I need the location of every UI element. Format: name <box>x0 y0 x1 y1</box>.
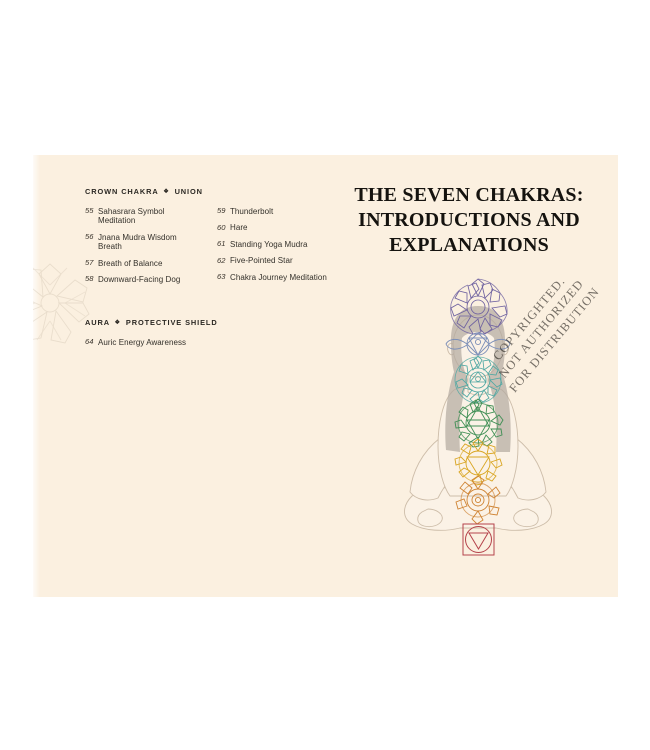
page-title-line-1: THE SEVEN CHAKRAS: <box>354 184 584 206</box>
page-title-line-2: INTRODUCTIONS AND <box>358 209 580 232</box>
entry-page-number: 57 <box>85 257 94 267</box>
list-item[interactable]: 59 Thunderbolt <box>217 206 333 216</box>
entry-page-number: 62 <box>217 255 226 265</box>
entry-page-number: 56 <box>85 232 94 242</box>
book-page-spread: CROWN CHAKRA ❖ UNION 55 Sahasrara Symbol… <box>33 155 618 597</box>
section-heading-left: AURA <box>85 317 110 327</box>
section-heading-left: CROWN CHAKRA <box>85 187 159 196</box>
list-item[interactable]: 57 Breath of Balance <box>85 257 201 268</box>
entry-page-number: 63 <box>217 271 226 281</box>
entry-title: Jnana Mudra Wisdom Breath <box>98 232 177 252</box>
entry-title: Standing Yoga Mudra <box>230 239 308 249</box>
table-of-contents: CROWN CHAKRA ❖ UNION 55 Sahasrara Symbol… <box>85 187 335 354</box>
page-title-line-3: EXPLANATIONS <box>389 234 549 257</box>
section-heading-right: PROTECTIVE SHIELD <box>125 317 218 327</box>
entry-title: Auric Energy Awareness <box>98 337 187 347</box>
page-gutter-shading <box>33 155 40 597</box>
list-item[interactable]: 61 Standing Yoga Mudra <box>217 239 333 249</box>
entry-title: Five-Pointed Star <box>230 256 293 266</box>
contents-column-right: 59 Thunderbolt 60 Hare 61 Standing Yoga … <box>217 206 333 292</box>
entry-title: Thunderbolt <box>230 207 274 216</box>
contents-columns: 55 Sahasrara Symbol Meditation 56 Jnana … <box>85 206 335 292</box>
meditating-figure-illustration <box>388 260 568 580</box>
list-item[interactable]: 62 Five-Pointed Star <box>217 255 333 266</box>
diamond-icon: ❖ <box>163 189 170 195</box>
list-item[interactable]: 55 Sahasrara Symbol Meditation <box>85 206 201 226</box>
chakra-third-eye <box>445 332 511 356</box>
list-item[interactable]: 56 Jnana Mudra Wisdom Breath <box>85 232 201 252</box>
entry-page-number: 58 <box>85 274 94 284</box>
list-item[interactable]: 64 Auric Energy Awareness <box>85 336 315 347</box>
entry-page-number: 61 <box>217 239 226 249</box>
chakra-root <box>462 523 495 556</box>
section-heading-aura: AURA ❖ PROTECTIVE SHIELD <box>85 318 335 327</box>
entry-title: Sahasrara Symbol Meditation <box>98 207 165 226</box>
list-item[interactable]: 60 Hare <box>217 222 333 233</box>
contents-section-aura: AURA ❖ PROTECTIVE SHIELD 64 Auric Energy… <box>85 318 335 354</box>
section-heading-right: UNION <box>174 187 203 196</box>
chakra-solar-plexus <box>454 438 503 486</box>
list-item[interactable]: 63 Chakra Journey Meditation <box>217 271 333 282</box>
entry-title: Hare <box>230 223 248 233</box>
entry-page-number: 60 <box>217 222 226 232</box>
diamond-icon: ❖ <box>114 319 121 326</box>
contents-column-left: 55 Sahasrara Symbol Meditation 56 Jnana … <box>85 206 201 292</box>
section-heading-crown-chakra: CROWN CHAKRA ❖ UNION <box>85 187 335 196</box>
contents-columns: 64 Auric Energy Awareness <box>85 336 335 354</box>
entry-page-number: 59 <box>217 206 226 216</box>
contents-column-left: 64 Auric Energy Awareness <box>85 336 315 354</box>
page-title: THE SEVEN CHAKRAS: INTRODUCTIONS AND EXP… <box>333 183 605 259</box>
entry-page-number: 64 <box>85 336 94 346</box>
chakra-heart <box>454 398 504 448</box>
list-item[interactable]: 58 Downward-Facing Dog <box>85 274 201 285</box>
chakra-crown <box>450 278 508 335</box>
entry-page-number: 55 <box>85 206 94 216</box>
entry-title: Breath of Balance <box>98 258 163 268</box>
entry-title: Chakra Journey Meditation <box>230 272 327 282</box>
contents-section-crown-chakra: CROWN CHAKRA ❖ UNION 55 Sahasrara Symbol… <box>85 187 335 292</box>
entry-title: Downward-Facing Dog <box>98 275 181 285</box>
